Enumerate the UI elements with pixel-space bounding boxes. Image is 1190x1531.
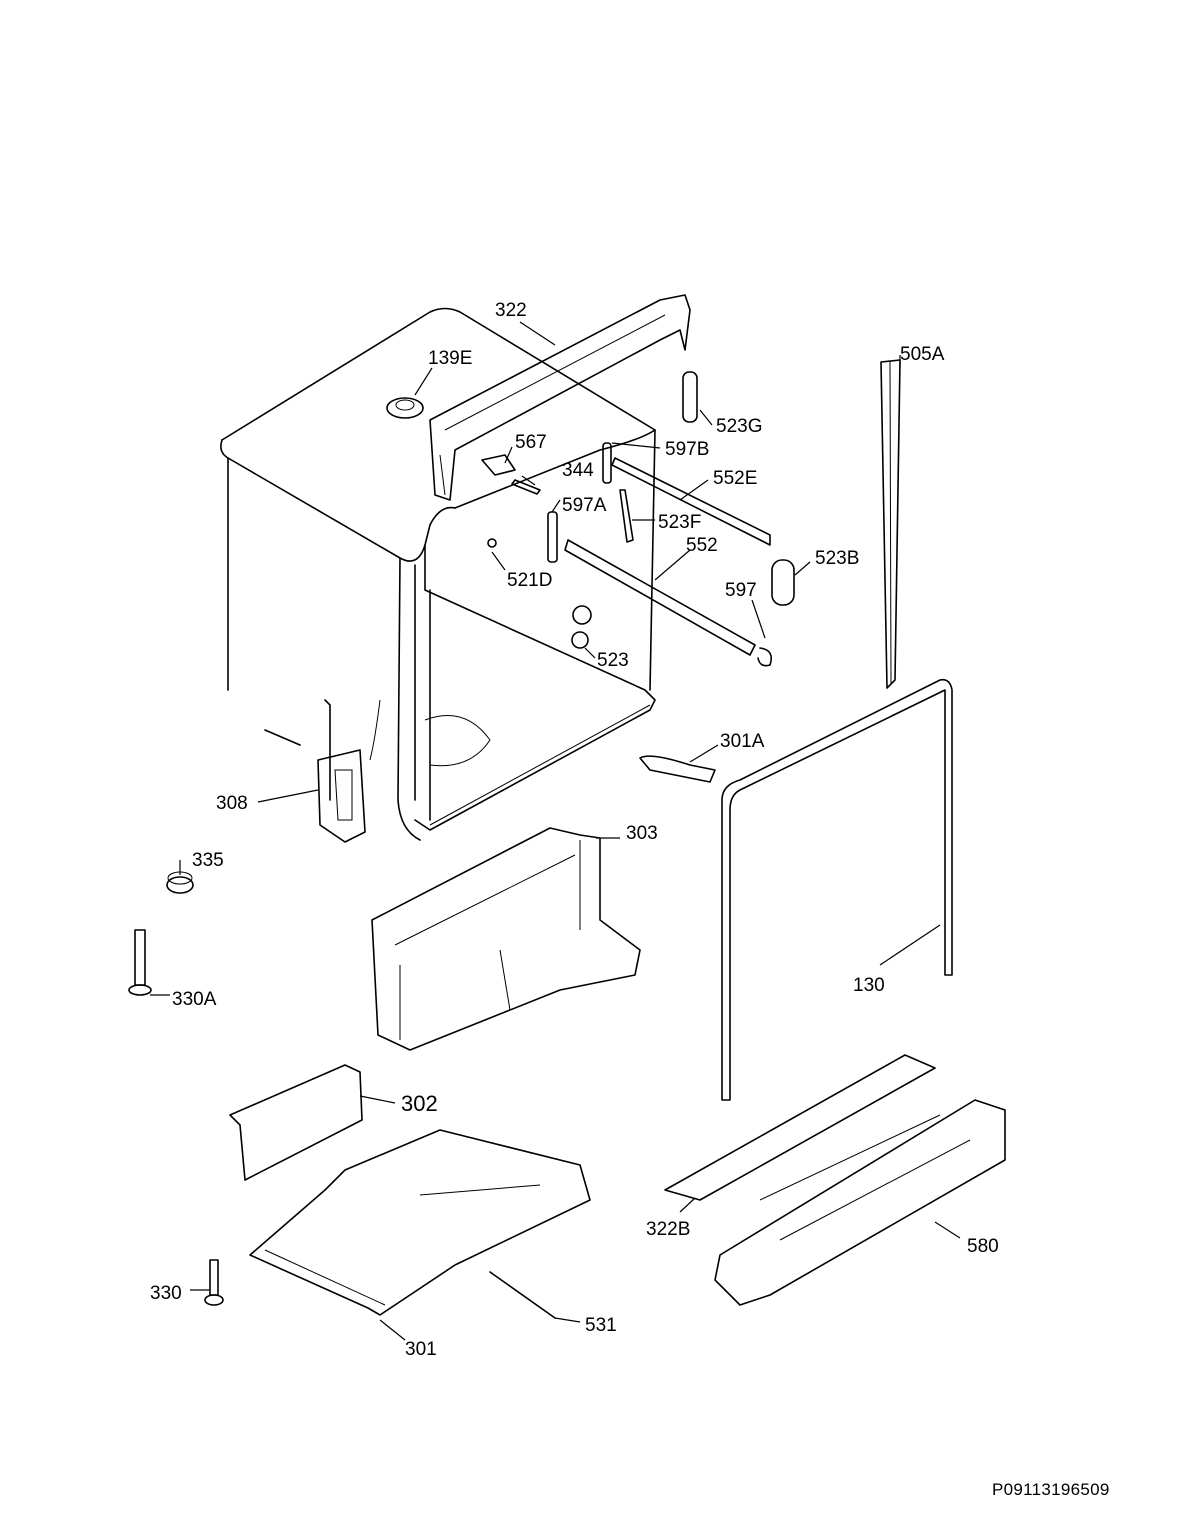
label-580: 580 bbox=[967, 1236, 999, 1257]
door-seal-130 bbox=[721, 678, 953, 1101]
nut-335 bbox=[166, 871, 194, 894]
label-531: 531 bbox=[585, 1315, 617, 1336]
base-frame-303 bbox=[371, 827, 641, 1051]
label-597A: 597A bbox=[562, 495, 607, 516]
drawing-code: P09113196509 bbox=[992, 1480, 1110, 1499]
screw-330 bbox=[204, 1259, 224, 1306]
support-597B bbox=[602, 442, 612, 484]
label-597: 597 bbox=[725, 580, 757, 601]
label-330: 330 bbox=[150, 1283, 182, 1304]
link-523F bbox=[619, 489, 634, 543]
label-344: 344 bbox=[562, 460, 594, 481]
handle-301A bbox=[639, 755, 716, 783]
label-597B: 597B bbox=[665, 439, 709, 460]
top-rail-322 bbox=[429, 294, 691, 501]
label-301A: 301A bbox=[720, 731, 765, 752]
bracket-523G bbox=[682, 371, 698, 423]
part-labels: 322 139E 505A 523G 567 597B 344 552E 597… bbox=[150, 300, 999, 1360]
label-523G: 523G bbox=[716, 416, 762, 437]
label-523: 523 bbox=[597, 650, 629, 671]
base-plate-301 bbox=[249, 1129, 591, 1316]
label-523B: 523B bbox=[815, 548, 859, 569]
label-330A: 330A bbox=[172, 989, 217, 1010]
rail-552E bbox=[611, 457, 771, 546]
label-301: 301 bbox=[405, 1339, 437, 1360]
label-303: 303 bbox=[626, 823, 658, 844]
label-567: 567 bbox=[515, 432, 547, 453]
wheel-523B bbox=[771, 559, 795, 606]
hinge-308 bbox=[264, 699, 366, 843]
rod-531 bbox=[489, 1271, 556, 1319]
bracket-302 bbox=[229, 1064, 363, 1181]
label-322B: 322B bbox=[646, 1219, 690, 1240]
label-552E: 552E bbox=[713, 468, 757, 489]
bottom-frame-580 bbox=[714, 1099, 1006, 1306]
cap-139E bbox=[386, 397, 424, 419]
strip-505A bbox=[880, 359, 901, 689]
label-523F: 523F bbox=[658, 512, 701, 533]
leader-lines bbox=[150, 321, 961, 1341]
label-505A: 505A bbox=[900, 344, 945, 365]
rail-552 bbox=[564, 539, 756, 656]
pin-344 bbox=[511, 479, 541, 495]
support-597A bbox=[547, 511, 558, 563]
label-552: 552 bbox=[686, 535, 718, 556]
rail-322B bbox=[664, 1054, 936, 1201]
end-cap-597 bbox=[757, 647, 773, 667]
label-130: 130 bbox=[853, 975, 885, 996]
clip-567 bbox=[481, 454, 516, 476]
nozzles-523 bbox=[571, 605, 592, 649]
plug-521D bbox=[487, 538, 497, 548]
label-308: 308 bbox=[216, 793, 248, 814]
label-322: 322 bbox=[495, 300, 527, 321]
label-139E: 139E bbox=[428, 348, 472, 369]
screw-330A bbox=[128, 929, 152, 996]
label-521D: 521D bbox=[507, 570, 552, 591]
label-335: 335 bbox=[192, 850, 224, 871]
label-302: 302 bbox=[401, 1091, 438, 1116]
cabinet-tub bbox=[220, 307, 656, 841]
